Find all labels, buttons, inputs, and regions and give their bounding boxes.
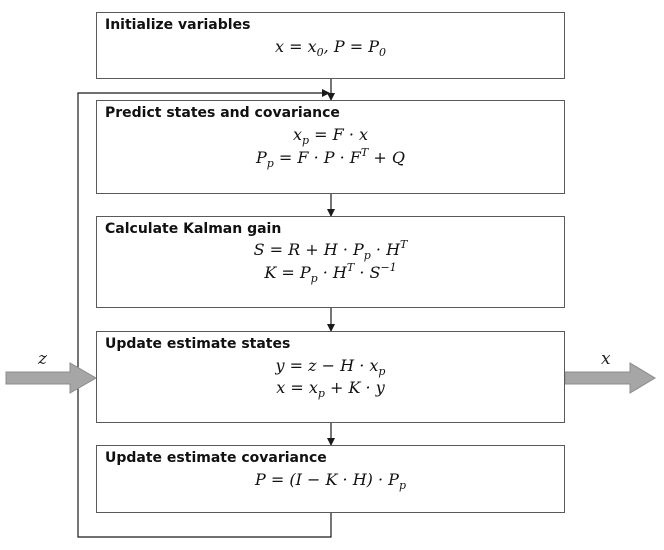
output-arrow [564, 362, 656, 394]
block-title: Update estimate states [105, 336, 291, 352]
block-title: Calculate Kalman gain [105, 221, 282, 237]
equation: x = x0, P = P0 [275, 37, 386, 59]
equation: K = Pp · HT · S−1 [264, 261, 397, 285]
equation: y = z − H · xp [275, 356, 386, 378]
initialize-variables-block: Initialize variables x = x0, P = P0 [96, 12, 565, 79]
kalman-gain-block: Calculate Kalman gain S = R + H · Pp · H… [96, 216, 565, 308]
update-covariance-block: Update estimate covariance P = (I − K · … [96, 445, 565, 513]
equation: Pp = F · P · FT + Q [256, 146, 405, 170]
input-label: z [38, 349, 47, 369]
feedback-loop-line [77, 89, 332, 538]
update-states-block: Update estimate states y = z − H · xp x … [96, 331, 565, 423]
output-label: x [601, 349, 611, 369]
equation: P = (I − K · H) · Pp [255, 470, 406, 492]
input-arrow [5, 362, 98, 394]
equation: x = xp + K · y [276, 378, 385, 400]
equation: S = R + H · Pp · HT [253, 238, 408, 262]
block-title: Predict states and covariance [105, 105, 340, 121]
block-title: Update estimate covariance [105, 450, 327, 466]
predict-block: Predict states and covariance xp = F · x… [96, 100, 565, 194]
equation: xp = F · x [292, 125, 369, 147]
block-title: Initialize variables [105, 17, 251, 33]
